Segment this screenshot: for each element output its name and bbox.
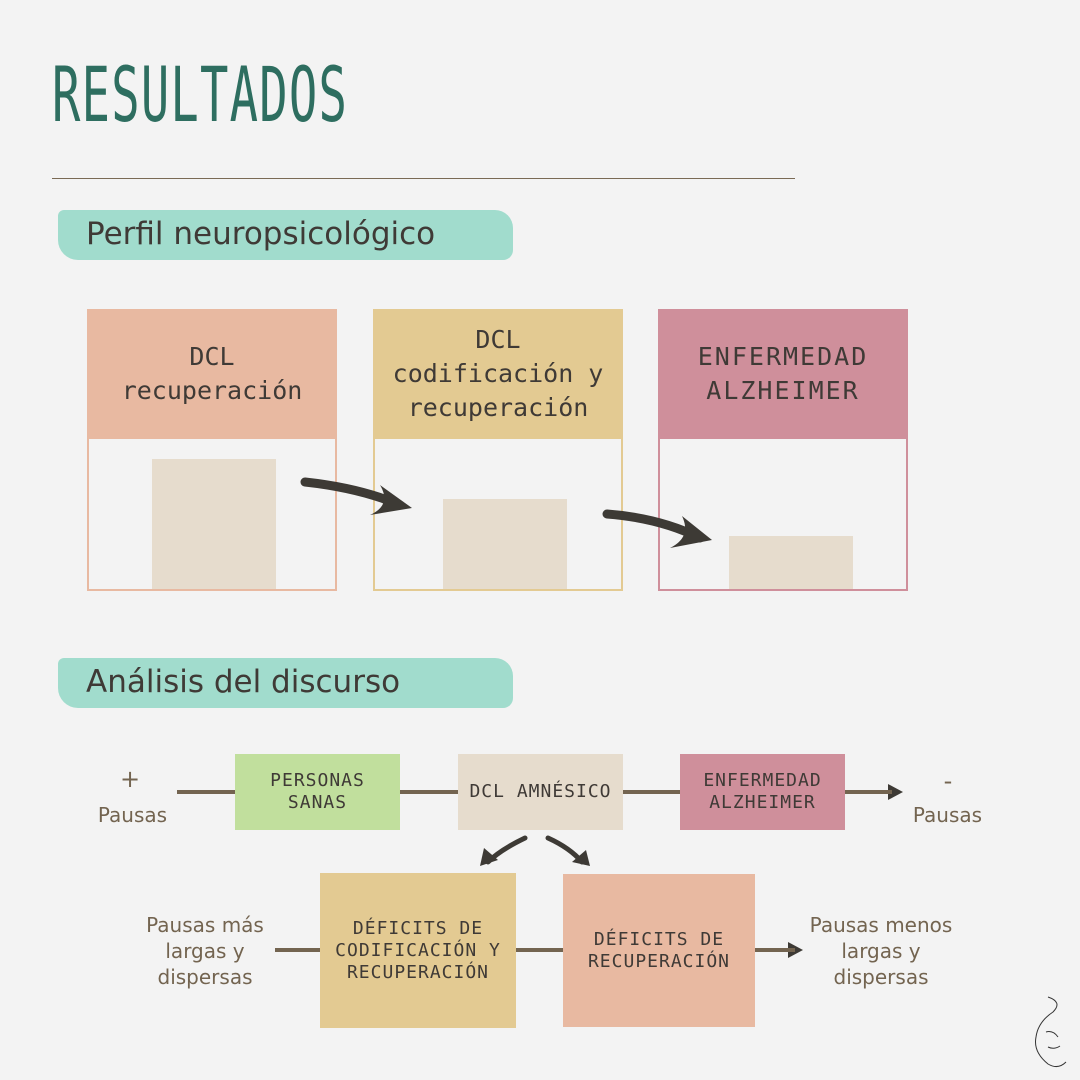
- minus-sign: -: [943, 767, 953, 795]
- plus-sign: +: [120, 765, 141, 793]
- left-note: Pausas más largas y dispersas: [146, 913, 264, 989]
- level-bar: [443, 499, 567, 589]
- card-alzheimer: ENFERMEDAD ALZHEIMER: [658, 309, 908, 591]
- card-dcl-codificacion: DCL codificación y recuperación: [373, 309, 623, 591]
- right-note: Pausas menos largas y dispersas: [809, 913, 953, 989]
- face-sketch-logo: [1035, 996, 1067, 1068]
- box-deficit-recuperacion: DÉFICITS DE RECUPERACIÓN: [563, 874, 755, 1027]
- divider: [52, 178, 795, 179]
- pausas-right-label: Pausas: [912, 803, 983, 827]
- level-bar: [729, 536, 853, 589]
- deficit-axis: [275, 948, 795, 952]
- box-alzheimer: ENFERMEDAD ALZHEIMER: [680, 754, 845, 830]
- box-deficit-codificacion: DÉFICITS DE CODIFICACIÓN Y RECUPERACIÓN: [320, 873, 516, 1028]
- section-highlight: [58, 658, 513, 708]
- card-dcl-recuperacion: DCL recuperación: [87, 309, 337, 591]
- page-title: RESULTADOS: [52, 50, 349, 139]
- pausas-left-label: Pausas: [97, 803, 168, 827]
- section-highlight: [58, 210, 513, 260]
- card-label: DCL recuperación: [87, 309, 337, 439]
- card-label: ENFERMEDAD ALZHEIMER: [658, 309, 908, 439]
- box-personas-sanas: PERSONAS SANAS: [235, 754, 400, 830]
- box-dcl-amnesico: DCL AMNÉSICO: [458, 754, 623, 830]
- section-title-discurso: Análisis del discurso: [86, 664, 401, 700]
- section-title-perfil: Perfil neuropsicológico: [86, 216, 436, 252]
- level-bar: [152, 459, 276, 589]
- card-label: DCL codificación y recuperación: [373, 309, 623, 439]
